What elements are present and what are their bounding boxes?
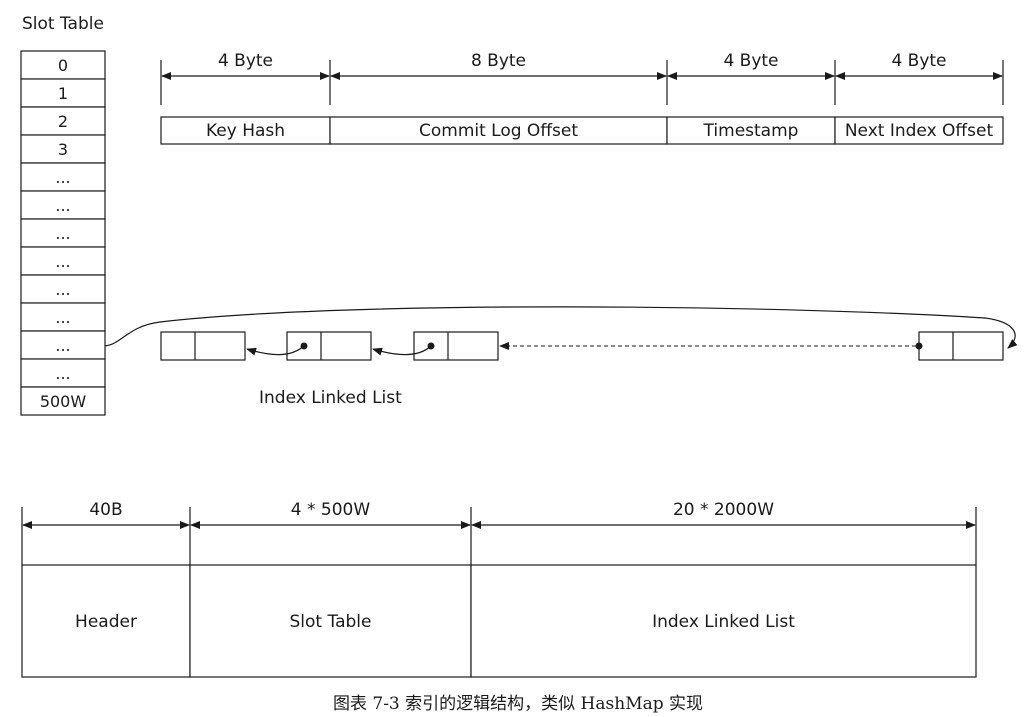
- file-segment-name: Index Linked List: [652, 612, 795, 632]
- slot-label: ...: [55, 280, 70, 299]
- slot-label: 2: [58, 112, 68, 131]
- slot-label: ...: [55, 364, 70, 383]
- entry-field-box: [834, 116, 1004, 145]
- file-segment-box: [189, 564, 472, 678]
- list-node-3: [413, 331, 499, 361]
- slot-to-list-arrow: [104, 306, 1018, 349]
- slot-label: ...: [55, 252, 70, 271]
- linked-list-label: Index Linked List: [259, 388, 402, 408]
- figure-caption: 图表 7-3 索引的逻辑结构，类似 HashMap 实现: [333, 694, 703, 714]
- slot-label: ...: [55, 224, 70, 243]
- file-segment-box: [470, 564, 977, 678]
- entry-field-name: Key Hash: [206, 121, 285, 141]
- slot-label: 500W: [40, 392, 87, 411]
- file-segment-size: 40B: [89, 500, 122, 520]
- list-node-2: [286, 331, 372, 361]
- slot-cell: [20, 358, 106, 388]
- index-linked-list: Index Linked List: [104, 306, 1018, 408]
- list-node-1: [160, 331, 246, 361]
- slot-cell: [20, 50, 106, 80]
- slot-label: ...: [55, 308, 70, 327]
- pointer-arrow: [246, 345, 305, 356]
- slot-label: 0: [58, 56, 68, 75]
- slot-label: ...: [55, 196, 70, 215]
- slot-table-title: Slot Table: [22, 14, 104, 34]
- slot-cell: [20, 78, 106, 108]
- entry-field-size: 4 Byte: [891, 51, 946, 71]
- slot-label: 3: [58, 140, 68, 159]
- entry-field-box: [160, 116, 331, 145]
- entry-field-size: 4 Byte: [723, 51, 778, 71]
- file-segment-size: 20 * 2000W: [673, 500, 774, 520]
- entry-field-name: Timestamp: [703, 121, 799, 141]
- file-segment-name: Header: [75, 612, 137, 632]
- file-segment-name: Slot Table: [290, 612, 372, 632]
- slot-cell: [20, 246, 106, 276]
- entry-field-size: 8 Byte: [471, 51, 526, 71]
- slot-cell: [20, 386, 106, 416]
- pointer-dot: [915, 342, 923, 350]
- slot-label: ...: [55, 168, 70, 187]
- slot-cell: [20, 330, 106, 360]
- slot-table: 0 1 2 3........................ 500W: [20, 50, 106, 416]
- entry-field-size: 4 Byte: [218, 51, 273, 71]
- slot-cell: [20, 302, 106, 332]
- slot-label: 1: [58, 84, 68, 103]
- entry-field-box: [666, 116, 836, 145]
- pointer-arrow: [372, 345, 432, 356]
- slot-cell: [20, 134, 106, 164]
- index-file-layout: Header 40B Slot Table 4 * 500W Index Linked …: [21, 500, 977, 678]
- entry-field-box: [329, 116, 668, 145]
- slot-cell: [20, 190, 106, 220]
- slot-label: ...: [55, 336, 70, 355]
- entry-field-name: Next Index Offset: [845, 121, 994, 141]
- file-segment-size: 4 * 500W: [291, 500, 371, 520]
- entry-field-name: Commit Log Offset: [419, 121, 578, 141]
- file-segment-box: [21, 564, 191, 678]
- list-node-last: [918, 331, 1004, 361]
